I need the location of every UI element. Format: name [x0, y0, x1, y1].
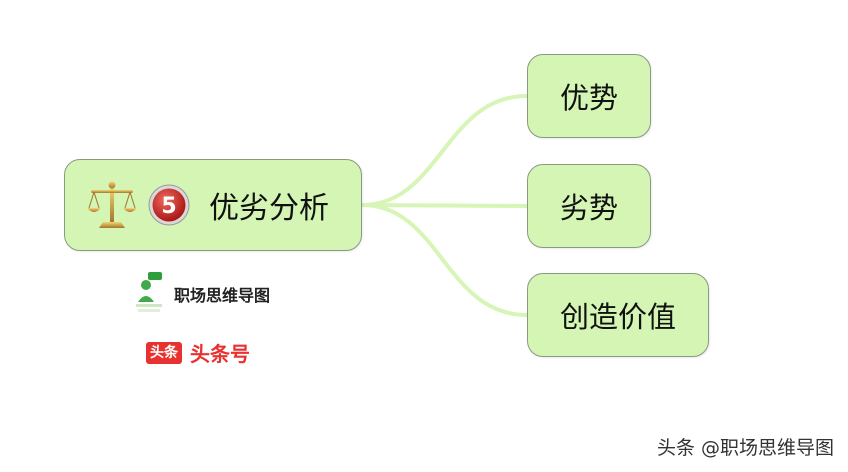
- branch-node-strength[interactable]: 优势: [527, 54, 651, 138]
- connector-to-strength: [360, 94, 529, 207]
- brand-logo-icon: [136, 272, 162, 312]
- branch-node-weakness[interactable]: 劣势: [527, 164, 651, 248]
- branch-label-create-value: 创造价值: [559, 300, 676, 334]
- brand-toutiao: 头条 头条号: [146, 338, 250, 367]
- watermark-text: 头条 @职场思维导图: [656, 437, 834, 459]
- toutiao-brand-text: 头条号: [190, 342, 250, 366]
- brand-block: 职场思维导图 头条 头条号: [128, 268, 328, 388]
- branch-label-weakness: 劣势: [559, 191, 618, 225]
- toutiao-logo-badge: 头条: [146, 341, 182, 364]
- number-badge-value: 5: [161, 194, 176, 219]
- branch-label-strength: 优势: [559, 81, 618, 115]
- branch-node-create-value[interactable]: 创造价值: [527, 273, 709, 357]
- number-badge-icon: 5: [148, 184, 190, 226]
- brand-mindmap: 职场思维导图: [134, 272, 270, 316]
- brand-name: 职场思维导图: [174, 286, 271, 305]
- connector-to-weakness: [360, 203, 529, 208]
- connector-to-create-value: [360, 203, 529, 317]
- central-topic-label: 优劣分析: [209, 191, 329, 226]
- balance-scale-icon: [87, 181, 137, 228]
- central-topic-node[interactable]: 5 优劣分析: [64, 159, 362, 251]
